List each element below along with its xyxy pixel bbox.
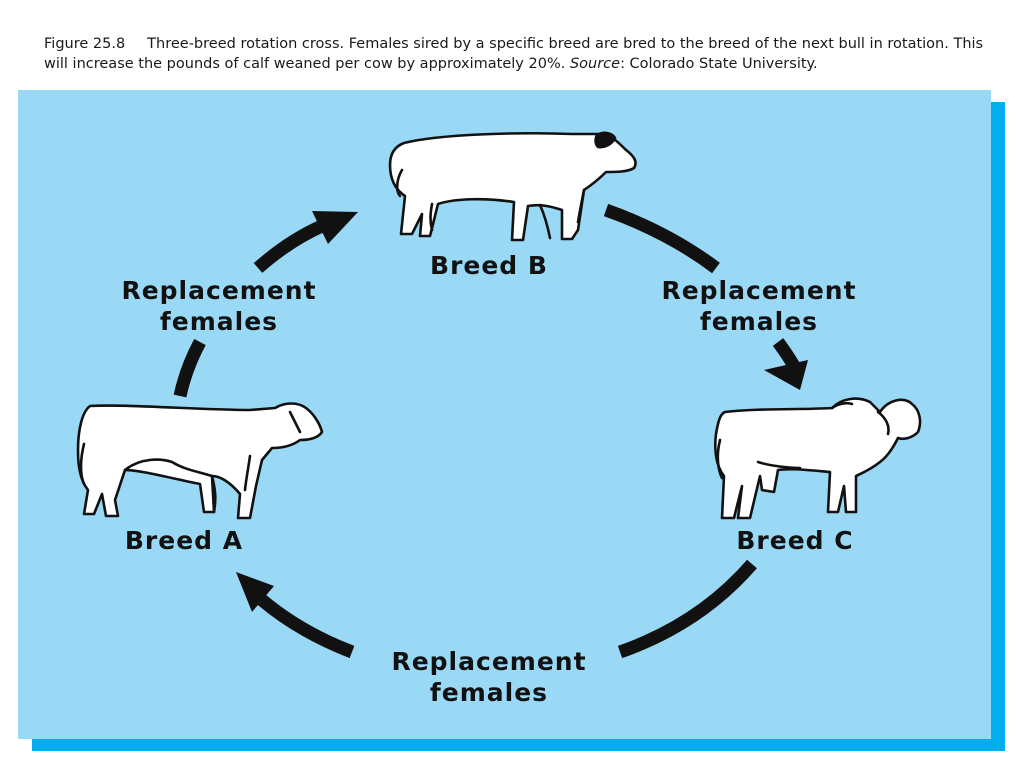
bull-b-icon xyxy=(388,131,637,242)
arrow-icon xyxy=(617,559,757,659)
replacement-females-bottom: Replacement females xyxy=(391,647,586,707)
breed-a-label: Breed A xyxy=(125,526,243,555)
source-label: Source xyxy=(569,56,621,72)
bottom-label-line2: females xyxy=(430,678,548,707)
figure-number: Figure 25.8 xyxy=(44,36,126,52)
arrow-icon xyxy=(603,203,720,274)
source-text: : Colorado State University. xyxy=(620,56,818,72)
arrow-icon xyxy=(253,220,325,273)
arrow-icon xyxy=(312,211,358,244)
arrow-icon xyxy=(173,338,206,398)
arrow-icon xyxy=(772,338,800,370)
right-label-line2: females xyxy=(700,307,818,336)
arrow-icon xyxy=(236,572,274,612)
bull-a-icon xyxy=(76,402,324,520)
replacement-females-right: Replacement females xyxy=(661,276,856,336)
bull-c-icon xyxy=(713,397,922,520)
right-label-line1: Replacement xyxy=(661,276,856,305)
caption-text: Three-breed rotation cross. Females sire… xyxy=(44,36,984,72)
left-label-line2: females xyxy=(160,307,278,336)
breed-b-label: Breed B xyxy=(430,251,548,280)
breed-c-label: Breed C xyxy=(736,526,853,555)
arrow-icon xyxy=(257,595,355,659)
replacement-females-left: Replacement females xyxy=(121,276,316,336)
left-label-line1: Replacement xyxy=(121,276,316,305)
arrow-icon xyxy=(764,360,808,390)
bottom-label-line1: Replacement xyxy=(391,647,586,676)
